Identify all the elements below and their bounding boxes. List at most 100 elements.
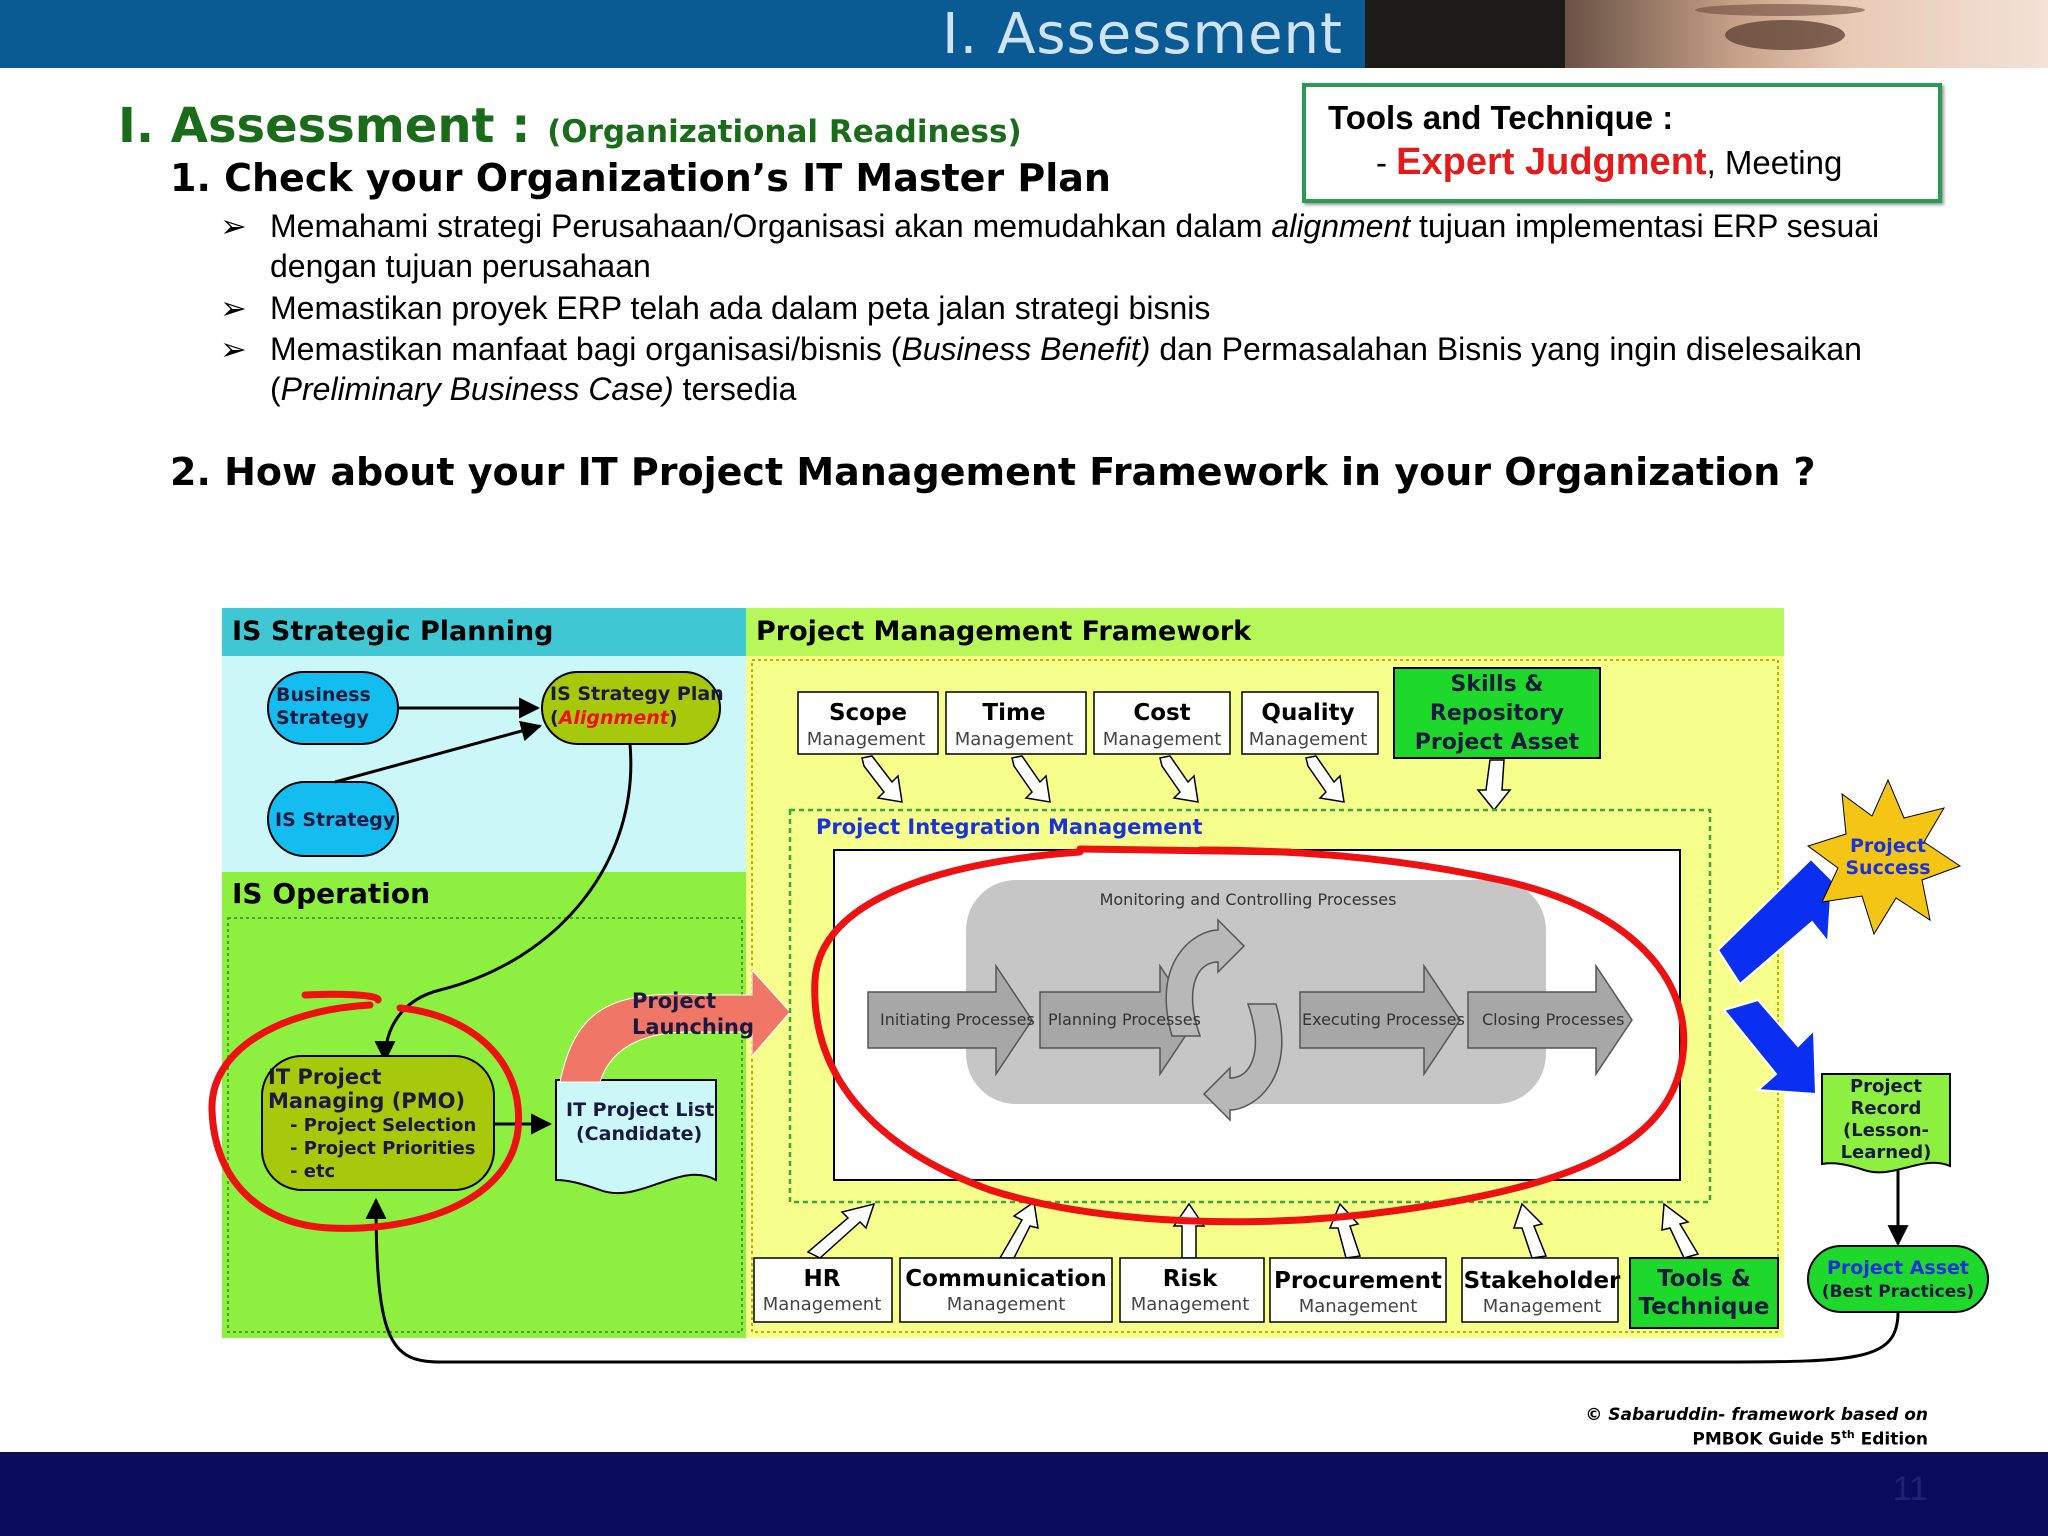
knowledge-area-box: Communication Management — [899, 1257, 1113, 1323]
tools-box-title: Tools and Technique : — [1328, 99, 1674, 136]
knowledge-area-box: Risk Management — [1119, 1257, 1265, 1323]
it-project-list-node — [555, 1079, 717, 1195]
knowledge-area-box: Stakeholder Management — [1461, 1257, 1621, 1323]
svg-text:Launching: Launching — [632, 1015, 754, 1039]
project-record-node — [1821, 1073, 1951, 1174]
is-strategic-planning-label: IS Strategic Planning — [232, 616, 554, 647]
svg-text:Management: Management — [1249, 729, 1368, 750]
svg-text:Management: Management — [1131, 1294, 1250, 1315]
initiating-process-arrow — [867, 963, 1033, 1077]
integration-management-area — [788, 808, 1712, 1204]
svg-text:Management: Management — [1299, 1296, 1418, 1317]
knowledge-area-box: Time Management — [945, 691, 1087, 755]
arrowhead-bullet-icon: ➢ — [220, 290, 247, 326]
svg-text:Procurement: Procurement — [1274, 1268, 1442, 1294]
business-strategy-label: Business — [276, 684, 371, 706]
svg-text:Project Asset: Project Asset — [1415, 730, 1580, 755]
svg-text:Managing (PMO): Managing (PMO) — [268, 1089, 465, 1113]
is-strategic-planning-header — [222, 608, 746, 656]
tools-technique-node: Tools & Technique — [1629, 1257, 1779, 1329]
svg-text:Project: Project — [632, 989, 716, 1013]
svg-text:Management: Management — [807, 729, 926, 750]
svg-text:(Best Practices): (Best Practices) — [1822, 1282, 1974, 1302]
svg-text:(Alignment): (Alignment) — [550, 707, 678, 729]
svg-text:Management: Management — [1103, 729, 1222, 750]
closing-process-arrow — [1467, 963, 1633, 1077]
svg-text:Learned): Learned) — [1841, 1142, 1932, 1163]
svg-text:Strategy: Strategy — [276, 707, 370, 729]
project-asset-node — [1807, 1245, 1989, 1313]
svg-text:- Project Selection: - Project Selection — [290, 1115, 476, 1136]
svg-text:IT Project List: IT Project List — [566, 1099, 714, 1121]
svg-text:Time: Time — [982, 700, 1045, 726]
slide-heading: I. Assessment : (Organizational Readines… — [118, 98, 1022, 154]
expert-judgment-label: Expert Judgment — [1396, 141, 1707, 183]
svg-text:Skills &: Skills & — [1450, 672, 1543, 697]
svg-text:Technique: Technique — [1639, 1294, 1770, 1320]
svg-text:Record: Record — [1851, 1098, 1922, 1119]
is-strategy-label: IS Strategy — [275, 809, 396, 831]
project-launching-arrow — [559, 968, 791, 1083]
svg-text:Communication: Communication — [905, 1266, 1106, 1292]
svg-text:(Candidate): (Candidate) — [576, 1123, 702, 1145]
knowledge-area-box: Quality Management — [1241, 691, 1379, 755]
alignment-label: Alignment — [557, 707, 670, 729]
bullet-item: ➢ Memastikan proyek ERP telah ada dalam … — [220, 290, 1211, 326]
svg-text:Planning Processes: Planning Processes — [1048, 1010, 1201, 1029]
skills-repository-box: Skills & Repository Project Asset — [1393, 667, 1601, 759]
bullet-item: ➢ Memastikan manfaat bagi organisasi/bis… — [220, 331, 1862, 407]
knowledge-area-box: Scope Management — [797, 691, 939, 755]
knowledge-area-box: Cost Management — [1093, 691, 1231, 755]
banner-photo — [1365, 0, 2048, 68]
svg-text:Project Asset: Project Asset — [1827, 1257, 1969, 1279]
svg-text:Repository: Repository — [1430, 701, 1564, 726]
credit-line: © Sabaruddin- framework based on — [1585, 1405, 1928, 1425]
svg-text:(Lesson-: (Lesson- — [1843, 1120, 1929, 1141]
svg-text:Quality: Quality — [1261, 700, 1354, 726]
heading-main: I. Assessment : — [118, 98, 531, 154]
svg-text:Project: Project — [1850, 835, 1926, 857]
integration-management-label: Project Integration Management — [816, 815, 1203, 839]
is-strategy-plan-label: IS Strategy Plan — [550, 683, 724, 705]
svg-text:Stakeholder: Stakeholder — [1464, 1268, 1621, 1294]
svg-text:Management: Management — [947, 1294, 1066, 1315]
svg-text:Project: Project — [1850, 1076, 1922, 1097]
feedback-loop-arrow — [365, 1197, 1900, 1364]
svg-text:Tools &: Tools & — [1657, 1266, 1751, 1292]
section-1-title: 1. Check your Organization’s IT Master P… — [170, 156, 1111, 200]
success-arrow — [1716, 841, 1834, 986]
annotation-circle — [811, 846, 1688, 1226]
framework-label: Project Management Framework — [756, 616, 1252, 647]
tools-technique-box: Tools and Technique : - Expert Judgment,… — [1302, 83, 1942, 203]
record-arrow — [1722, 998, 1818, 1096]
knowledge-area-box: HR Management — [753, 1257, 893, 1323]
monitoring-controlling-label: Monitoring and Controlling Processes — [1100, 890, 1397, 909]
is-operation-label: IS Operation — [232, 877, 430, 910]
svg-text:- etc: - etc — [290, 1161, 335, 1182]
svg-text:Executing Processes: Executing Processes — [1302, 1010, 1465, 1029]
executing-process-arrow — [1299, 963, 1461, 1077]
svg-text:Scope: Scope — [829, 700, 907, 726]
credit-line: PMBOK Guide 5th Edition — [1692, 1428, 1928, 1450]
svg-text:- Project Priorities: - Project Priorities — [290, 1138, 475, 1159]
bullet-item: ➢ Memahami strategi Perusahaan/Organisas… — [220, 208, 1880, 284]
page-number: 11 — [1892, 1470, 1928, 1508]
svg-text:Risk: Risk — [1163, 1266, 1218, 1292]
svg-text:Management: Management — [955, 729, 1074, 750]
is-strategy-node — [267, 781, 399, 857]
project-success-star — [1806, 778, 1962, 936]
tools-box-item: - Expert Judgment, Meeting — [1376, 141, 1843, 183]
knowledge-area-box: Procurement Management — [1269, 1257, 1447, 1323]
annotation-circle — [208, 1001, 523, 1232]
svg-text:Closing Processes: Closing Processes — [1482, 1010, 1624, 1029]
svg-text:HR: HR — [804, 1266, 841, 1292]
footer-bar — [0, 1452, 2048, 1536]
arrowhead-bullet-icon: ➢ — [220, 331, 247, 367]
framework-header — [746, 608, 1784, 656]
svg-text:Management: Management — [763, 1294, 882, 1315]
cycle-arrows-icon — [1165, 918, 1283, 1122]
heading-sub: (Organizational Readiness) — [547, 114, 1022, 150]
svg-text:IT Project: IT Project — [268, 1065, 382, 1089]
svg-text:Cost: Cost — [1133, 700, 1190, 726]
